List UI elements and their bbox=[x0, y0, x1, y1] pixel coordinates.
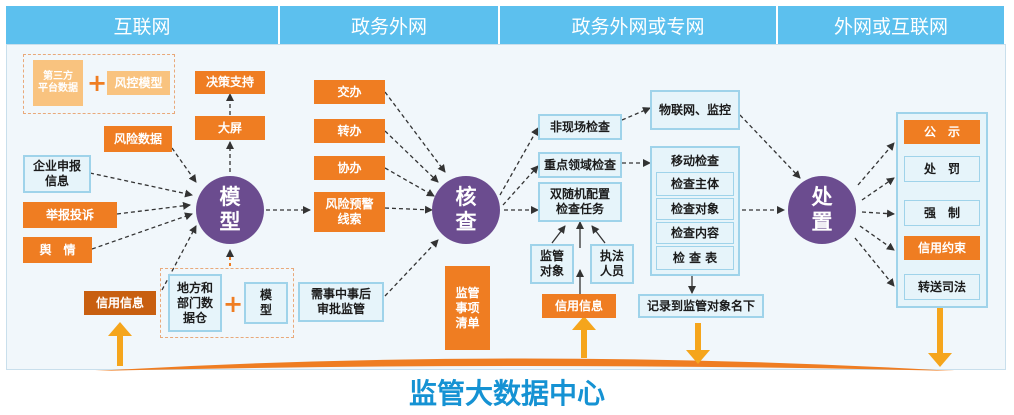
header-external-or-internet: 外网或互联网 bbox=[778, 6, 1004, 44]
decision-support-box: 决策支持 bbox=[195, 71, 265, 94]
model-box-small: 模 型 bbox=[244, 282, 288, 324]
dispose-penalty-box: 处 罚 bbox=[904, 156, 980, 182]
check-sheet-item: 检 查 表 bbox=[656, 246, 734, 270]
supervised-target-box: 监管 对象 bbox=[530, 244, 574, 284]
dispose-circle: 处 置 bbox=[788, 176, 856, 244]
check-subject-item: 检查主体 bbox=[656, 172, 734, 196]
iot-monitoring-box: 物联网、监控 bbox=[650, 90, 740, 130]
jiaoban-box: 交办 bbox=[314, 80, 385, 104]
header-gov-or-private-network: 政务外网或专网 bbox=[500, 6, 776, 44]
third-party-data-box: 第三方 平台数据 bbox=[33, 60, 83, 106]
local-data-warehouse-box: 地方和 部门数 据仓 bbox=[168, 274, 222, 332]
check-content-item: 检查内容 bbox=[656, 222, 734, 244]
dispose-enforcement-box: 强 制 bbox=[904, 200, 980, 226]
big-screen-box: 大屏 bbox=[195, 116, 265, 140]
risk-warning-clue-box: 风险预警 线索 bbox=[314, 192, 385, 232]
enterprise-report-box: 企业申报 信息 bbox=[23, 155, 91, 193]
model-circle: 模 型 bbox=[196, 176, 264, 244]
risk-control-model-box: 风控模型 bbox=[107, 71, 170, 95]
zhuanban-box: 转办 bbox=[314, 119, 385, 143]
xieban-box: 协办 bbox=[314, 156, 385, 180]
check-object-item: 检查对象 bbox=[656, 198, 734, 220]
double-random-task-box: 双随机配置 检查任务 bbox=[538, 182, 622, 222]
record-to-target-box: 记录到监管对象名下 bbox=[638, 294, 764, 318]
dispose-judicial-transfer-box: 转送司法 bbox=[904, 274, 980, 300]
enforcer-box: 执法 人员 bbox=[590, 244, 634, 284]
risk-data-box: 风险数据 bbox=[104, 126, 172, 152]
credit-info-box-internet: 信用信息 bbox=[84, 291, 156, 315]
plus-icon: + bbox=[87, 69, 108, 97]
approval-supervision-box: 需事中事后 审批监管 bbox=[298, 282, 384, 322]
plus-icon: + bbox=[223, 290, 244, 318]
dispose-credit-constraint-box: 信用约束 bbox=[904, 236, 980, 260]
third-party-group bbox=[23, 54, 175, 114]
mobile-check-title: 移动检查 bbox=[670, 154, 719, 168]
verify-circle: 核 查 bbox=[432, 176, 500, 244]
credit-info-box-check: 信用信息 bbox=[542, 294, 616, 318]
local-data-group bbox=[160, 268, 294, 338]
dispose-publicity-box: 公 示 bbox=[904, 120, 980, 144]
header-gov-network: 政务外网 bbox=[280, 6, 498, 44]
supervision-item-list-box: 监管 事项 清单 bbox=[445, 266, 490, 350]
complaint-box: 举报投诉 bbox=[23, 202, 117, 228]
header-internet: 互联网 bbox=[6, 6, 278, 44]
key-area-check-box: 重点领域检查 bbox=[538, 152, 622, 178]
public-opinion-box: 舆 情 bbox=[23, 237, 92, 263]
big-data-center-title: 监管大数据中心 bbox=[408, 377, 605, 410]
offsite-check-box: 非现场检查 bbox=[538, 114, 622, 140]
